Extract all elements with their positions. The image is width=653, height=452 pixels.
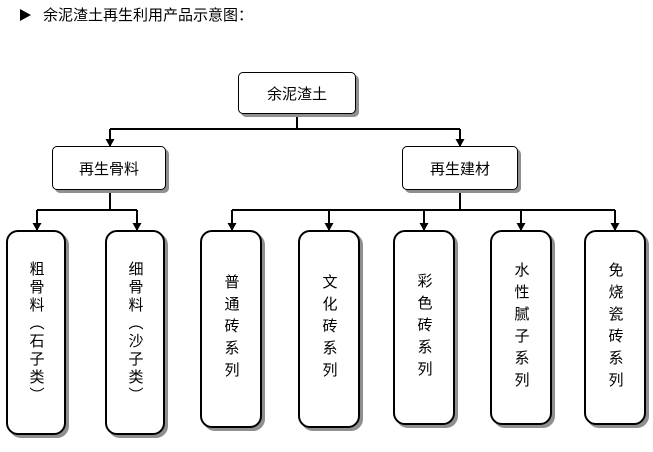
fine-aggregate-node: 细骨料（沙子类） <box>105 230 165 435</box>
culture-brick-label: 文化砖系列 <box>320 274 339 384</box>
recycled-aggregate-node: 再生骨料 <box>52 146 166 190</box>
colored-brick-label: 彩色砖系列 <box>415 272 434 383</box>
coarse-aggregate-node: 粗骨料（石子类） <box>6 230 66 435</box>
unfired-tile-label: 免烧瓷砖系列 <box>606 261 625 394</box>
water-putty-node: 水性腻子系列 <box>490 230 552 425</box>
right-triangle-icon <box>20 9 31 21</box>
page-heading: 余泥渣土再生利用产品示意图： <box>20 4 253 26</box>
root-node: 余泥渣土 <box>238 72 356 114</box>
recycled-materials-label: 再生建材 <box>429 159 490 178</box>
heading-text: 余泥渣土再生利用产品示意图： <box>43 6 254 24</box>
coarse-aggregate-label: 粗骨料（石子类） <box>27 260 46 405</box>
root-label: 余泥渣土 <box>266 84 327 103</box>
recycled-aggregate-label: 再生骨料 <box>78 159 139 178</box>
water-putty-label: 水性腻子系列 <box>512 261 531 394</box>
fine-aggregate-label: 细骨料（沙子类） <box>126 260 145 405</box>
colored-brick-node: 彩色砖系列 <box>393 230 455 425</box>
unfired-tile-node: 免烧瓷砖系列 <box>584 230 646 425</box>
recycled-materials-node: 再生建材 <box>402 146 518 190</box>
common-brick-node: 普通砖系列 <box>200 230 262 428</box>
common-brick-label: 普通砖系列 <box>222 274 241 384</box>
culture-brick-node: 文化砖系列 <box>298 230 360 428</box>
